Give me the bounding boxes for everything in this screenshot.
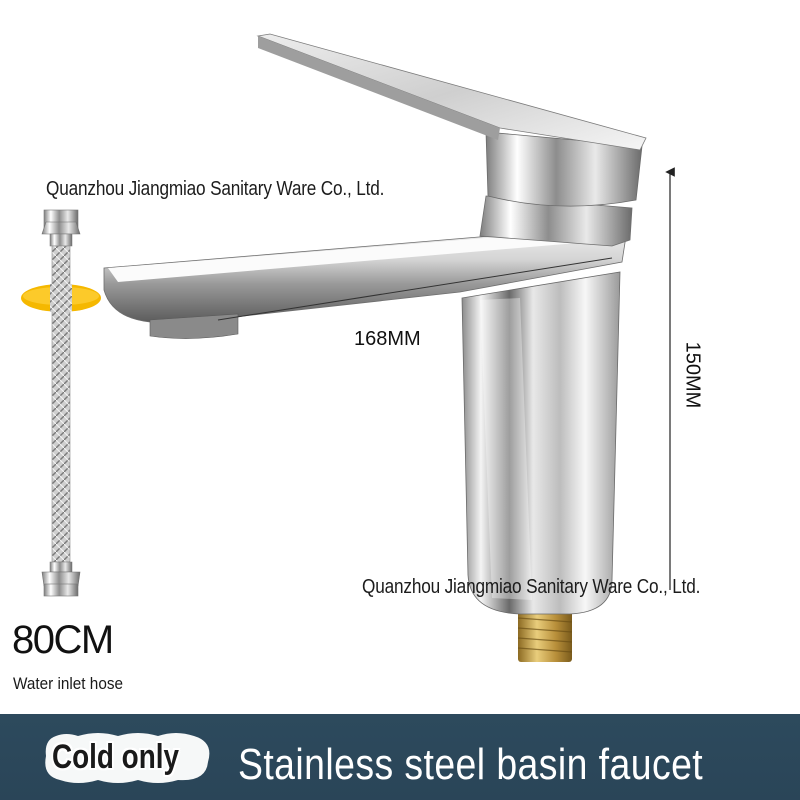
water-inlet-hose <box>41 209 81 597</box>
spout-dimension-line <box>217 257 613 321</box>
hose-length-label: 80CM <box>12 618 114 662</box>
spout-length-label: 168MM <box>354 328 421 350</box>
watermark-bottom: Quanzhou Jiangmiao Sanitary Ware Co., Lt… <box>362 576 701 598</box>
cold-only-badge-shape <box>45 733 210 783</box>
watermark-top: Quanzhou Jiangmiao Sanitary Ware Co., Lt… <box>46 178 385 200</box>
height-label: 150MM <box>681 341 704 409</box>
hose-caption: Water inlet hose <box>13 674 123 693</box>
cold-only-badge-label: Cold only <box>52 738 180 776</box>
hose-clip <box>21 284 101 312</box>
banner-title: Stainless steel basin faucet <box>238 740 704 789</box>
faucet <box>103 33 647 662</box>
